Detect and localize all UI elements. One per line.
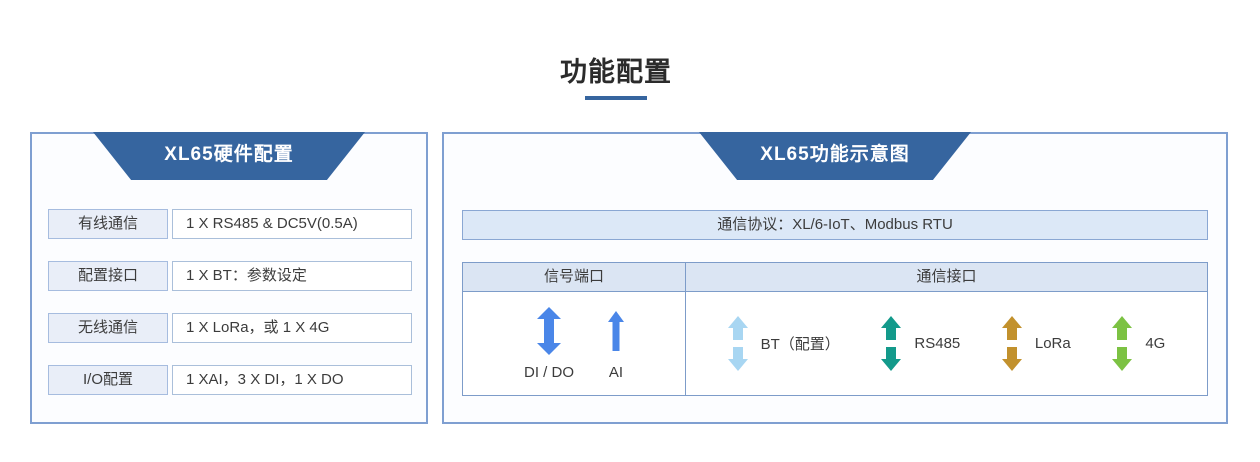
function-panel-header: XL65功能示意图 <box>699 132 971 180</box>
up-arrow-icon <box>608 307 624 355</box>
hardware-row-value: 1 XAI，3 X DI，1 X DO <box>172 365 412 395</box>
schematic-table-body-row: DI / DO AI <box>463 292 1207 395</box>
split-double-arrow-icon <box>727 316 748 371</box>
comm-interface-header: 通信接口 <box>686 263 1207 291</box>
signal-label: DI / DO <box>523 364 574 381</box>
split-double-arrow-icon <box>881 316 902 371</box>
signal-port-cell: DI / DO AI <box>463 292 686 395</box>
schematic-table-header-row: 信号端口 通信接口 <box>463 263 1207 292</box>
hardware-row-label: 无线通信 <box>48 313 168 343</box>
split-double-arrow-icon <box>1112 316 1133 371</box>
signal-ai-group: AI <box>608 307 624 381</box>
hardware-config-panel: XL65硬件配置 有线通信 1 X RS485 & DC5V(0.5A) 配置接… <box>30 132 428 424</box>
hardware-row-label: I/O配置 <box>48 365 168 395</box>
hardware-panel-header: XL65硬件配置 <box>93 132 365 180</box>
double-arrow-icon <box>536 307 561 355</box>
comm-lora-group: LoRa <box>1001 316 1071 371</box>
comm-4g-group: 4G <box>1112 316 1165 371</box>
hardware-row-value: 1 X BT：参数设定 <box>172 261 412 291</box>
comm-label: RS485 <box>914 335 961 352</box>
schematic-table: 信号端口 通信接口 DI / DO <box>462 262 1208 396</box>
hardware-row-value: 1 X RS485 & DC5V(0.5A) <box>172 209 412 239</box>
function-schematic-panel: XL65功能示意图 通信协议：XL/6-IoT、Modbus RTU 信号端口 … <box>442 132 1228 424</box>
comm-interface-cell: BT（配置） RS485 <box>686 292 1207 395</box>
comm-label: BT（配置） <box>760 336 840 353</box>
signal-port-header: 信号端口 <box>463 263 686 291</box>
comm-label: 4G <box>1145 335 1166 352</box>
protocol-bar: 通信协议：XL/6-IoT、Modbus RTU <box>462 210 1208 240</box>
title-underline <box>585 96 647 100</box>
comm-bt-group: BT（配置） <box>727 316 840 371</box>
page-title: 功能配置 <box>560 57 672 87</box>
comm-label: LoRa <box>1034 335 1071 352</box>
hardware-row-label: 有线通信 <box>48 209 168 239</box>
hardware-row-value: 1 X LoRa，或 1 X 4G <box>172 313 412 343</box>
signal-label: AI <box>608 364 624 381</box>
comm-rs485-group: RS485 <box>881 316 960 371</box>
hardware-row-label: 配置接口 <box>48 261 168 291</box>
page-title-block: 功能配置 <box>0 50 1232 100</box>
split-double-arrow-icon <box>1001 316 1022 371</box>
signal-di-do-group: DI / DO <box>524 307 574 381</box>
